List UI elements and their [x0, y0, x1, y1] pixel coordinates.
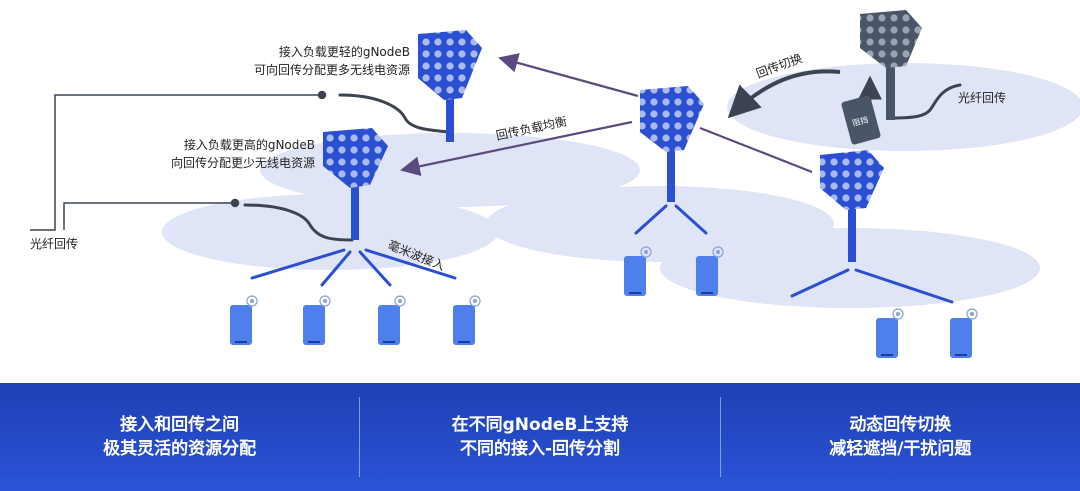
antenna-top-right-fiber	[860, 10, 922, 120]
top-node-label-line1: 接入负载更轻的gNodeB	[279, 44, 410, 59]
network-diagram: 接入负载更轻的gNodeB 可向回传分配更多无线电资源 接入负载更高的gNode…	[30, 10, 1080, 358]
footer-col3-line2: 减轻遮挡/干扰问题	[829, 439, 972, 459]
footer-col3-line1: 动态回传切换	[849, 415, 952, 435]
top-node-label-line2: 可向回传分配更多无线电资源	[254, 62, 410, 77]
antenna-left	[323, 128, 388, 240]
coverage-area-right	[660, 228, 1040, 308]
backhaul-switch-arrow	[727, 69, 841, 119]
phone	[950, 308, 978, 358]
user-devices	[230, 246, 978, 358]
fiber-backhaul-label-left: 光纤回传	[30, 236, 78, 251]
fiber-cables	[243, 83, 962, 242]
mid-node-label-line1: 接入负载更高的gNodeB	[184, 137, 315, 152]
mid-node-label-line2: 向回传分配更少无线电资源	[171, 155, 315, 170]
footer-col-split: 在不同gNodeB上支持 不同的接入-回传分割	[359, 397, 719, 477]
antenna-right	[820, 150, 884, 262]
coverage-area-top-right	[727, 63, 1080, 151]
footer-col-switching: 动态回传切换 减轻遮挡/干扰问题	[719, 397, 1080, 477]
fiber-backhaul-label-right: 光纤回传	[958, 90, 1006, 105]
phone	[624, 246, 652, 296]
phone	[876, 308, 904, 358]
footer-banner: 接入和回传之间 极其灵活的资源分配 在不同gNodeB上支持 不同的接入-回传分…	[0, 383, 1080, 491]
footer-col1-line1: 接入和回传之间	[120, 415, 240, 435]
obstacle-label: 阻挡	[851, 114, 869, 128]
phone	[303, 295, 331, 345]
obstacle	[841, 75, 882, 145]
phone	[696, 246, 724, 296]
coverage-area-left	[162, 194, 498, 270]
backhaul-arrows	[400, 53, 813, 177]
footer-col2-line1: 在不同gNodeB上支持	[451, 415, 629, 435]
footer-col-flexible-allocation: 接入和回传之间 极其灵活的资源分配	[0, 397, 359, 477]
footer-col2-line2: 不同的接入-回传分割	[459, 439, 621, 459]
phone	[453, 295, 481, 345]
access-links	[250, 204, 954, 304]
phone	[230, 295, 258, 345]
antenna-top-left	[418, 30, 482, 142]
footer-col1-line2: 极其灵活的资源分配	[103, 439, 257, 459]
coverage-areas	[162, 63, 1080, 308]
phone	[378, 295, 406, 345]
fiber-backhaul-left	[30, 90, 327, 231]
antenna-center	[640, 86, 704, 202]
